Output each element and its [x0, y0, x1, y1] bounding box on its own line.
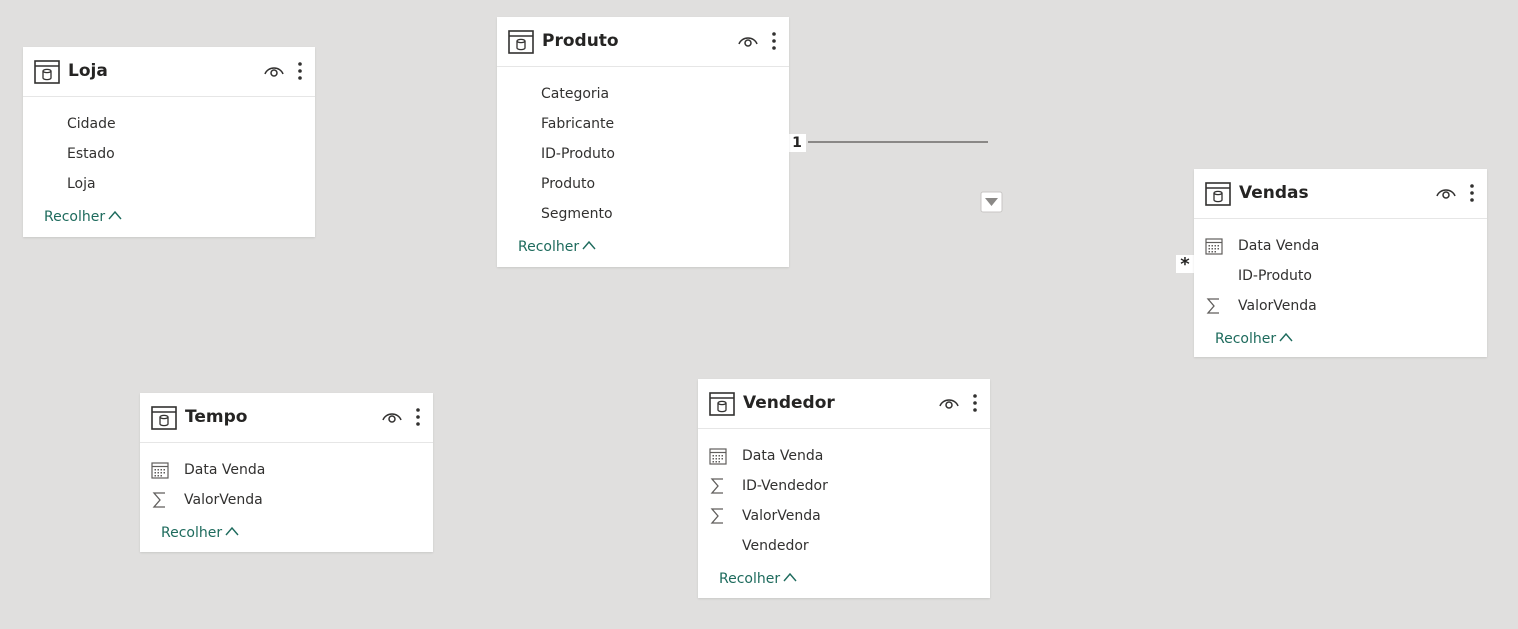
- collapse-label: Recolher: [44, 209, 106, 225]
- collapse-label: Recolher: [1215, 331, 1277, 347]
- table-card-header[interactable]: Tempo: [140, 393, 433, 443]
- field-list: Data Venda ID-Produto ValorVenda: [1194, 219, 1487, 321]
- chevron-up-icon: [582, 240, 596, 250]
- table-card-loja[interactable]: Loja Cidade Estado Loja Recolher: [23, 47, 315, 237]
- table-title: Vendas: [1239, 183, 1309, 203]
- table-card-vendas[interactable]: Vendas Data Venda ID-Produto: [1194, 169, 1487, 357]
- table-title: Loja: [68, 61, 108, 81]
- field-label: ID-Vendedor: [742, 478, 828, 494]
- field-item[interactable]: Estado: [23, 139, 315, 169]
- table-card-produto[interactable]: Produto Categoria Fabricante ID-Produto …: [497, 17, 789, 267]
- field-item[interactable]: Data Venda: [140, 455, 433, 485]
- field-list: Data Venda ValorVenda: [140, 443, 433, 515]
- relationship-from-cardinality: 1: [788, 134, 806, 152]
- more-options-icon[interactable]: [972, 393, 978, 413]
- field-item[interactable]: Cidade: [23, 109, 315, 139]
- field-item[interactable]: ID-Produto: [1194, 261, 1487, 291]
- more-options-icon[interactable]: [297, 61, 303, 81]
- chevron-up-icon: [108, 210, 122, 220]
- table-card-vendedor[interactable]: Vendedor Data Venda: [698, 379, 990, 598]
- field-list: Categoria Fabricante ID-Produto Produto …: [497, 67, 789, 229]
- field-label: Data Venda: [742, 448, 824, 464]
- field-label: Produto: [541, 176, 596, 192]
- field-item[interactable]: ValorVenda: [1194, 291, 1487, 321]
- field-item[interactable]: Categoria: [497, 79, 789, 109]
- collapse-button[interactable]: Recolher: [1215, 330, 1293, 348]
- collapse-label: Recolher: [719, 571, 781, 587]
- chevron-up-icon: [783, 572, 797, 582]
- chevron-up-icon: [225, 526, 239, 536]
- table-card-header[interactable]: Loja: [23, 47, 315, 97]
- table-title: Tempo: [185, 407, 248, 427]
- field-label: Estado: [67, 146, 115, 162]
- collapse-button[interactable]: Recolher: [44, 208, 122, 226]
- sum-icon: [1206, 298, 1219, 314]
- field-label: ID-Produto: [1238, 268, 1312, 284]
- field-item[interactable]: Loja: [23, 169, 315, 199]
- field-label: Vendedor: [742, 538, 809, 554]
- field-label: Cidade: [67, 116, 116, 132]
- relationship-to-cardinality: *: [1176, 255, 1194, 275]
- calendar-icon: [1205, 238, 1223, 255]
- collapse-button[interactable]: Recolher: [518, 238, 596, 256]
- field-label: Segmento: [541, 206, 613, 222]
- table-card-header[interactable]: Vendedor: [698, 379, 990, 429]
- field-label: Categoria: [541, 86, 610, 102]
- field-label: ValorVenda: [742, 508, 821, 524]
- field-label: Fabricante: [541, 116, 615, 132]
- field-label: Loja: [67, 176, 96, 192]
- calendar-icon: [709, 448, 727, 465]
- eye-icon[interactable]: [939, 396, 959, 410]
- calendar-icon: [151, 462, 169, 479]
- table-title: Vendedor: [743, 393, 835, 413]
- table-card-header[interactable]: Vendas: [1194, 169, 1487, 219]
- sum-icon: [710, 478, 723, 494]
- table-icon: [34, 60, 60, 84]
- table-icon: [508, 30, 534, 54]
- field-label: Data Venda: [1238, 238, 1320, 254]
- chevron-up-icon: [1279, 332, 1293, 342]
- eye-icon[interactable]: [1436, 186, 1456, 200]
- sum-icon: [710, 508, 723, 524]
- filter-direction-icon[interactable]: [980, 191, 1003, 213]
- field-list: Cidade Estado Loja: [23, 97, 315, 199]
- table-icon: [709, 392, 735, 416]
- field-label: ValorVenda: [184, 492, 263, 508]
- field-item[interactable]: Vendedor: [698, 531, 990, 561]
- collapse-button[interactable]: Recolher: [161, 524, 239, 542]
- more-options-icon[interactable]: [1469, 183, 1475, 203]
- collapse-button[interactable]: Recolher: [719, 570, 797, 588]
- table-icon: [151, 406, 177, 430]
- sum-icon: [152, 492, 165, 508]
- field-label: ValorVenda: [1238, 298, 1317, 314]
- field-item[interactable]: ID-Produto: [497, 139, 789, 169]
- field-item[interactable]: Data Venda: [1194, 231, 1487, 261]
- eye-icon[interactable]: [264, 64, 284, 78]
- more-options-icon[interactable]: [415, 407, 421, 427]
- field-label: ID-Produto: [541, 146, 615, 162]
- field-item[interactable]: Segmento: [497, 199, 789, 229]
- eye-icon[interactable]: [738, 34, 758, 48]
- table-card-header[interactable]: Produto: [497, 17, 789, 67]
- field-item[interactable]: ValorVenda: [698, 501, 990, 531]
- table-card-tempo[interactable]: Tempo Data Venda V: [140, 393, 433, 552]
- collapse-label: Recolher: [518, 239, 580, 255]
- field-item[interactable]: Produto: [497, 169, 789, 199]
- field-label: Data Venda: [184, 462, 266, 478]
- field-item[interactable]: ValorVenda: [140, 485, 433, 515]
- collapse-label: Recolher: [161, 525, 223, 541]
- field-list: Data Venda ID-Vendedor ValorVenda Vended…: [698, 429, 990, 561]
- eye-icon[interactable]: [382, 410, 402, 424]
- table-icon: [1205, 182, 1231, 206]
- field-item[interactable]: Fabricante: [497, 109, 789, 139]
- table-title: Produto: [542, 31, 619, 51]
- field-item[interactable]: Data Venda: [698, 441, 990, 471]
- field-item[interactable]: ID-Vendedor: [698, 471, 990, 501]
- more-options-icon[interactable]: [771, 31, 777, 51]
